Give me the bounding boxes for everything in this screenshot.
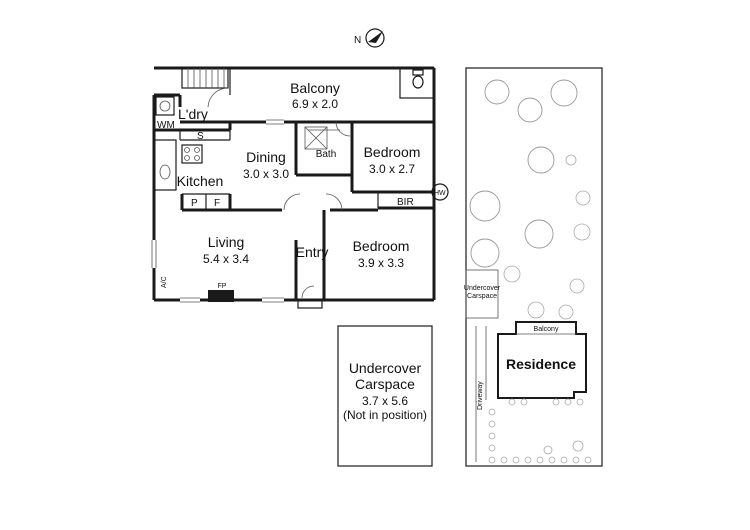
residence-label: Residence [506,356,576,372]
fixture-labels: WM S P F BIR HW A/C FP [157,120,446,290]
ac-label: A/C [161,276,168,288]
room-name: Dining [246,149,286,165]
room-size: 3.0 x 2.7 [369,162,415,176]
room-name: Entry [296,244,329,260]
site-carspace-label: Carspace [467,293,497,300]
tree-icons [469,79,591,320]
hw-label: HW [434,190,446,197]
site-plan: Undercover Carspace Driveway Balcony Res… [464,67,603,467]
carspace-line2: Carspace [355,376,415,392]
room-name: Kitchen [177,173,224,189]
bir-label: BIR [397,197,414,208]
wm-label: WM [157,120,175,131]
undercover-carspace-box: Undercover Carspace 3.7 x 5.6 (Not in po… [337,325,433,467]
site-undercover-label: Undercover [464,285,501,292]
room-labels: Balcony 6.9 x 2.0 L'dry Dining 3.0 x 3.0… [177,80,421,270]
north-compass-icon: N [354,28,385,48]
carspace-size: 3.7 x 5.6 [362,394,408,408]
room-size: 6.9 x 2.0 [292,97,338,111]
north-label: N [354,35,361,46]
toilet-icon [412,69,424,89]
carspace-line1: Undercover [349,360,422,376]
room-name: Bedroom [364,144,421,160]
stairs-icon [181,67,229,89]
room-size: 3.0 x 3.0 [243,167,289,181]
shrub-icons [488,398,592,464]
fridge-label: F [214,198,220,209]
room-name: Bath [316,149,337,160]
room-name: L'dry [178,106,208,122]
room-name: Bedroom [353,238,410,254]
carspace-note: (Not in position) [343,408,427,422]
floor-plan-walls [151,66,449,309]
washing-machine-icon [155,96,175,116]
pantry-label: P [191,198,198,209]
site-balcony-label: Balcony [534,326,559,333]
driveway-label: Driveway [477,381,484,410]
hot-water-icon [431,183,449,201]
room-name: Balcony [290,80,340,96]
room-size: 5.4 x 3.4 [203,252,249,266]
room-name: Living [208,234,245,250]
sink-label: S [197,131,204,142]
fp-label: FP [218,283,227,290]
fireplace-icon [208,290,234,302]
room-size: 3.9 x 3.3 [358,256,404,270]
